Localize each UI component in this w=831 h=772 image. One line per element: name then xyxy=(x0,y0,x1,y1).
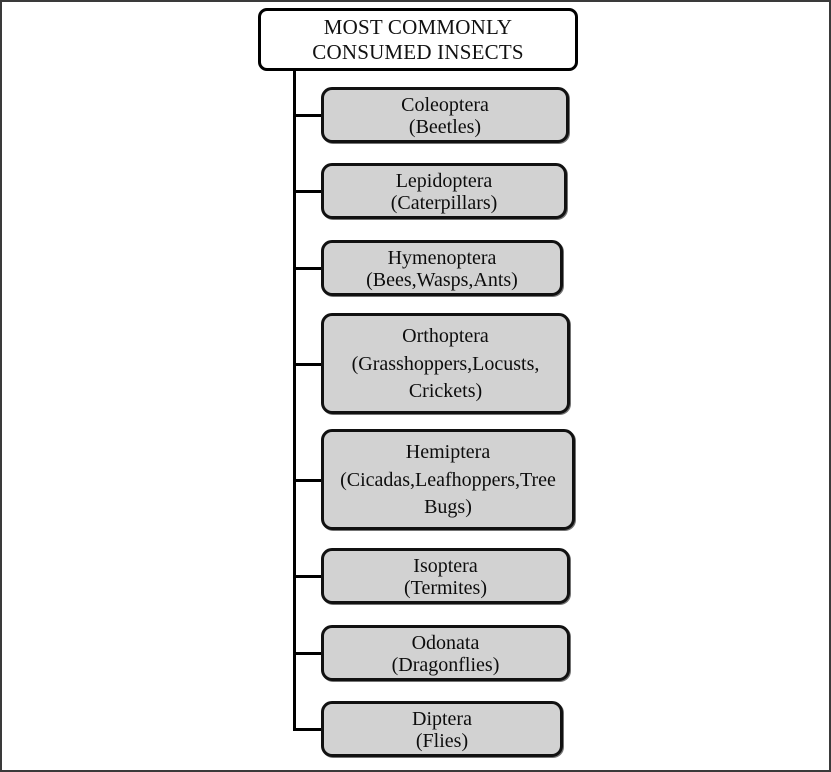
node-isoptera[interactable]: Isoptera (Termites) xyxy=(321,548,570,604)
node-hymenoptera-order: Hymenoptera xyxy=(387,247,497,269)
node-diptera-order: Diptera xyxy=(412,708,472,730)
connector-stub-lepidoptera xyxy=(293,190,322,193)
node-diptera[interactable]: Diptera (Flies) xyxy=(321,701,563,757)
node-orthoptera-common-line-1: (Grasshoppers,Locusts, xyxy=(351,352,540,375)
node-hemiptera[interactable]: Hemiptera (Cicadas,Leafhoppers,Tree Bugs… xyxy=(321,429,575,530)
node-hemiptera-common-line-1: (Cicadas,Leafhoppers,Tree xyxy=(340,468,556,491)
node-diptera-common: (Flies) xyxy=(415,730,469,752)
connector-stub-coleoptera xyxy=(293,114,322,117)
node-isoptera-common: (Termites) xyxy=(403,577,487,599)
node-isoptera-order: Isoptera xyxy=(413,555,478,577)
trunk-connector-line xyxy=(293,71,296,729)
root-node-most-commonly-consumed-insects[interactable]: MOST COMMONLY CONSUMED INSECTS xyxy=(258,8,578,71)
node-orthoptera-order: Orthoptera xyxy=(402,325,489,348)
node-coleoptera-order: Coleoptera xyxy=(401,94,489,116)
node-orthoptera[interactable]: Orthoptera (Grasshoppers,Locusts, Cricke… xyxy=(321,313,570,414)
root-node-line-1: MOST COMMONLY xyxy=(323,14,513,39)
node-lepidoptera-common: (Caterpillars) xyxy=(390,192,498,214)
node-coleoptera[interactable]: Coleoptera (Beetles) xyxy=(321,87,569,143)
node-lepidoptera-order: Lepidoptera xyxy=(395,170,493,192)
connector-stub-diptera xyxy=(293,728,322,731)
root-node-line-2: CONSUMED INSECTS xyxy=(312,39,524,64)
node-odonata[interactable]: Odonata (Dragonflies) xyxy=(321,625,570,681)
node-odonata-common: (Dragonflies) xyxy=(391,654,500,676)
connector-stub-hemiptera xyxy=(293,479,322,482)
node-hemiptera-common-line-2: Bugs) xyxy=(424,495,472,518)
node-orthoptera-common-line-2: Crickets) xyxy=(408,379,483,402)
node-hymenoptera-common: (Bees,Wasps,Ants) xyxy=(366,269,518,291)
connector-stub-isoptera xyxy=(293,575,322,578)
connector-stub-orthoptera xyxy=(293,363,322,366)
node-hymenoptera[interactable]: Hymenoptera (Bees,Wasps,Ants) xyxy=(321,240,563,296)
connector-stub-hymenoptera xyxy=(293,267,322,270)
node-coleoptera-common: (Beetles) xyxy=(408,116,482,138)
node-lepidoptera[interactable]: Lepidoptera (Caterpillars) xyxy=(321,163,567,219)
node-hemiptera-order: Hemiptera xyxy=(405,441,491,464)
connector-stub-odonata xyxy=(293,652,322,655)
node-odonata-order: Odonata xyxy=(411,632,480,654)
